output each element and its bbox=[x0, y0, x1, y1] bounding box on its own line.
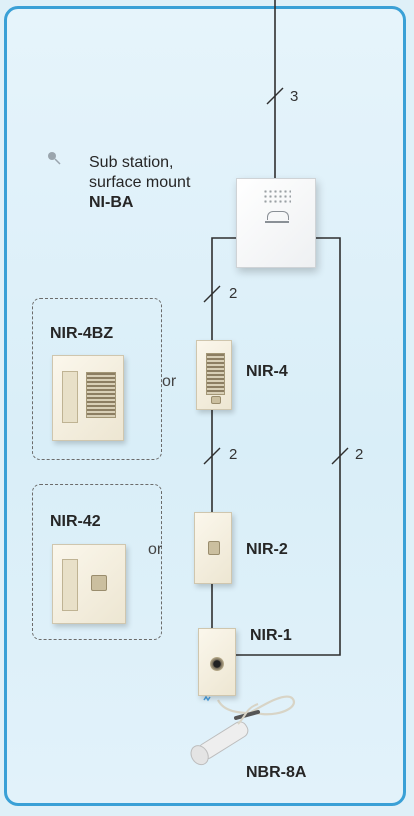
nir-4bz-label: NIR-4BZ bbox=[50, 324, 113, 344]
wire-count-right-loop: 2 bbox=[355, 446, 363, 463]
nir-1-device bbox=[198, 628, 236, 696]
sub-station-model: NI-BA bbox=[89, 193, 133, 213]
sub-station-device bbox=[236, 178, 316, 268]
wire-right-loop bbox=[236, 238, 340, 655]
nir-2-device bbox=[194, 512, 232, 584]
nir-1-label: NIR-1 bbox=[250, 626, 292, 646]
nir-4-label: NIR-4 bbox=[246, 362, 288, 382]
wire-count-nir4-nir2: 2 bbox=[229, 446, 237, 463]
nir-4-device bbox=[196, 340, 232, 410]
or-text-2: or bbox=[148, 540, 162, 560]
speaker-grille-icon bbox=[263, 189, 291, 205]
handset-icon bbox=[267, 211, 289, 220]
wire-count-main: 3 bbox=[290, 88, 298, 105]
sub-station-caption-line2: surface mount bbox=[89, 173, 190, 193]
nbr-8a-label: NBR-8A bbox=[246, 763, 306, 783]
pin-icon bbox=[48, 152, 56, 160]
nir-42-label: NIR-42 bbox=[50, 512, 101, 532]
nbr-8a-handset bbox=[188, 718, 252, 768]
or-text-1: or bbox=[162, 372, 176, 392]
nir-4bz-device bbox=[52, 355, 124, 441]
nir-2-label: NIR-2 bbox=[246, 540, 288, 560]
sub-station-caption-line1: Sub station, bbox=[89, 153, 174, 173]
nir-42-device bbox=[52, 544, 126, 624]
wire-count-to-nir4: 2 bbox=[229, 285, 237, 302]
